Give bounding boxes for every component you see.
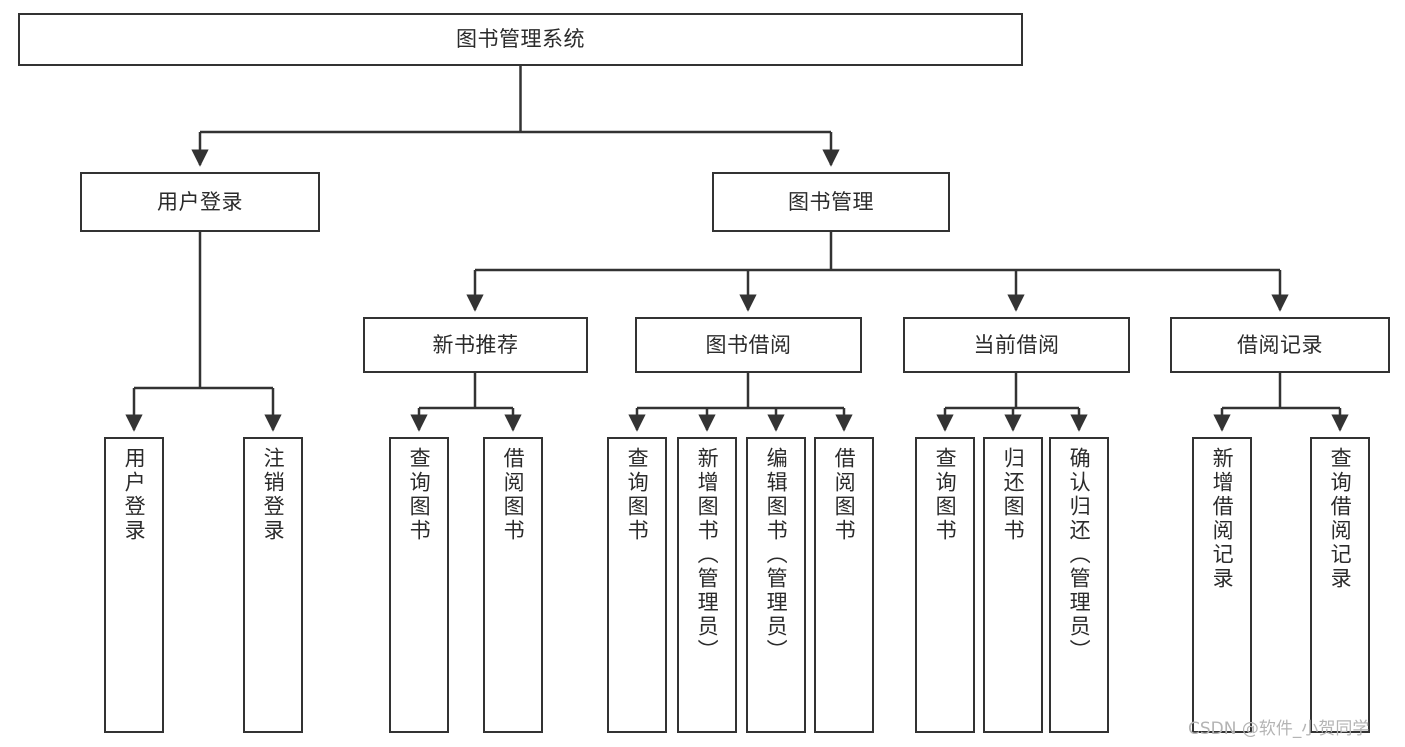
node-leaf-borrow-book-2[interactable]: 借阅图书 bbox=[814, 437, 874, 733]
node-leaf-return-book[interactable]: 归还图书 bbox=[983, 437, 1043, 733]
node-label-user-login: 用户登录 bbox=[157, 189, 243, 214]
node-book-borrow[interactable]: 图书借阅 bbox=[635, 317, 862, 373]
node-label-root: 图书管理系统 bbox=[456, 27, 585, 52]
node-label-book-borrow: 图书借阅 bbox=[705, 332, 792, 357]
node-label-borrow-record: 借阅记录 bbox=[1237, 332, 1323, 357]
node-label-leaf-borrow-book-2: 借阅图书 bbox=[832, 447, 857, 543]
node-borrow-record[interactable]: 借阅记录 bbox=[1170, 317, 1390, 373]
node-leaf-logout[interactable]: 注销登录 bbox=[243, 437, 303, 733]
node-label-leaf-user-login: 用户登录 bbox=[122, 447, 147, 543]
node-label-leaf-logout: 注销登录 bbox=[261, 447, 286, 543]
node-label-leaf-query-book-3: 查询图书 bbox=[933, 447, 958, 543]
node-leaf-confirm-return[interactable]: 确认归还（管理员） bbox=[1049, 437, 1109, 733]
node-label-leaf-edit-book: 编辑图书（管理员） bbox=[764, 447, 789, 663]
node-user-login[interactable]: 用户登录 bbox=[80, 172, 320, 232]
node-label-leaf-query-record: 查询借阅记录 bbox=[1328, 447, 1353, 591]
csdn-watermark: CSDN @软件_小贺同学 bbox=[1188, 719, 1370, 739]
node-leaf-add-record[interactable]: 新增借阅记录 bbox=[1192, 437, 1252, 733]
node-label-leaf-confirm-return: 确认归还（管理员） bbox=[1067, 447, 1092, 663]
node-leaf-query-book-2[interactable]: 查询图书 bbox=[607, 437, 667, 733]
node-root[interactable]: 图书管理系统 bbox=[18, 13, 1023, 66]
node-label-leaf-query-book-1: 查询图书 bbox=[407, 447, 432, 543]
node-leaf-borrow-book-1[interactable]: 借阅图书 bbox=[483, 437, 543, 733]
node-label-leaf-borrow-book-1: 借阅图书 bbox=[501, 447, 526, 543]
node-leaf-user-login[interactable]: 用户登录 bbox=[104, 437, 164, 733]
node-leaf-add-book[interactable]: 新增图书（管理员） bbox=[677, 437, 737, 733]
node-label-current-borrow: 当前借阅 bbox=[973, 332, 1060, 357]
node-label-new-book-rec: 新书推荐 bbox=[432, 332, 519, 357]
node-current-borrow[interactable]: 当前借阅 bbox=[903, 317, 1130, 373]
node-label-book-manage: 图书管理 bbox=[788, 189, 874, 214]
node-label-leaf-add-book: 新增图书（管理员） bbox=[695, 447, 720, 663]
node-leaf-query-record[interactable]: 查询借阅记录 bbox=[1310, 437, 1370, 733]
node-book-manage[interactable]: 图书管理 bbox=[712, 172, 950, 232]
node-label-leaf-query-book-2: 查询图书 bbox=[625, 447, 650, 543]
node-label-leaf-add-record: 新增借阅记录 bbox=[1210, 447, 1235, 591]
node-leaf-edit-book[interactable]: 编辑图书（管理员） bbox=[746, 437, 806, 733]
node-label-leaf-return-book: 归还图书 bbox=[1001, 447, 1026, 543]
node-leaf-query-book-1[interactable]: 查询图书 bbox=[389, 437, 449, 733]
node-leaf-query-book-3[interactable]: 查询图书 bbox=[915, 437, 975, 733]
node-new-book-rec[interactable]: 新书推荐 bbox=[363, 317, 588, 373]
